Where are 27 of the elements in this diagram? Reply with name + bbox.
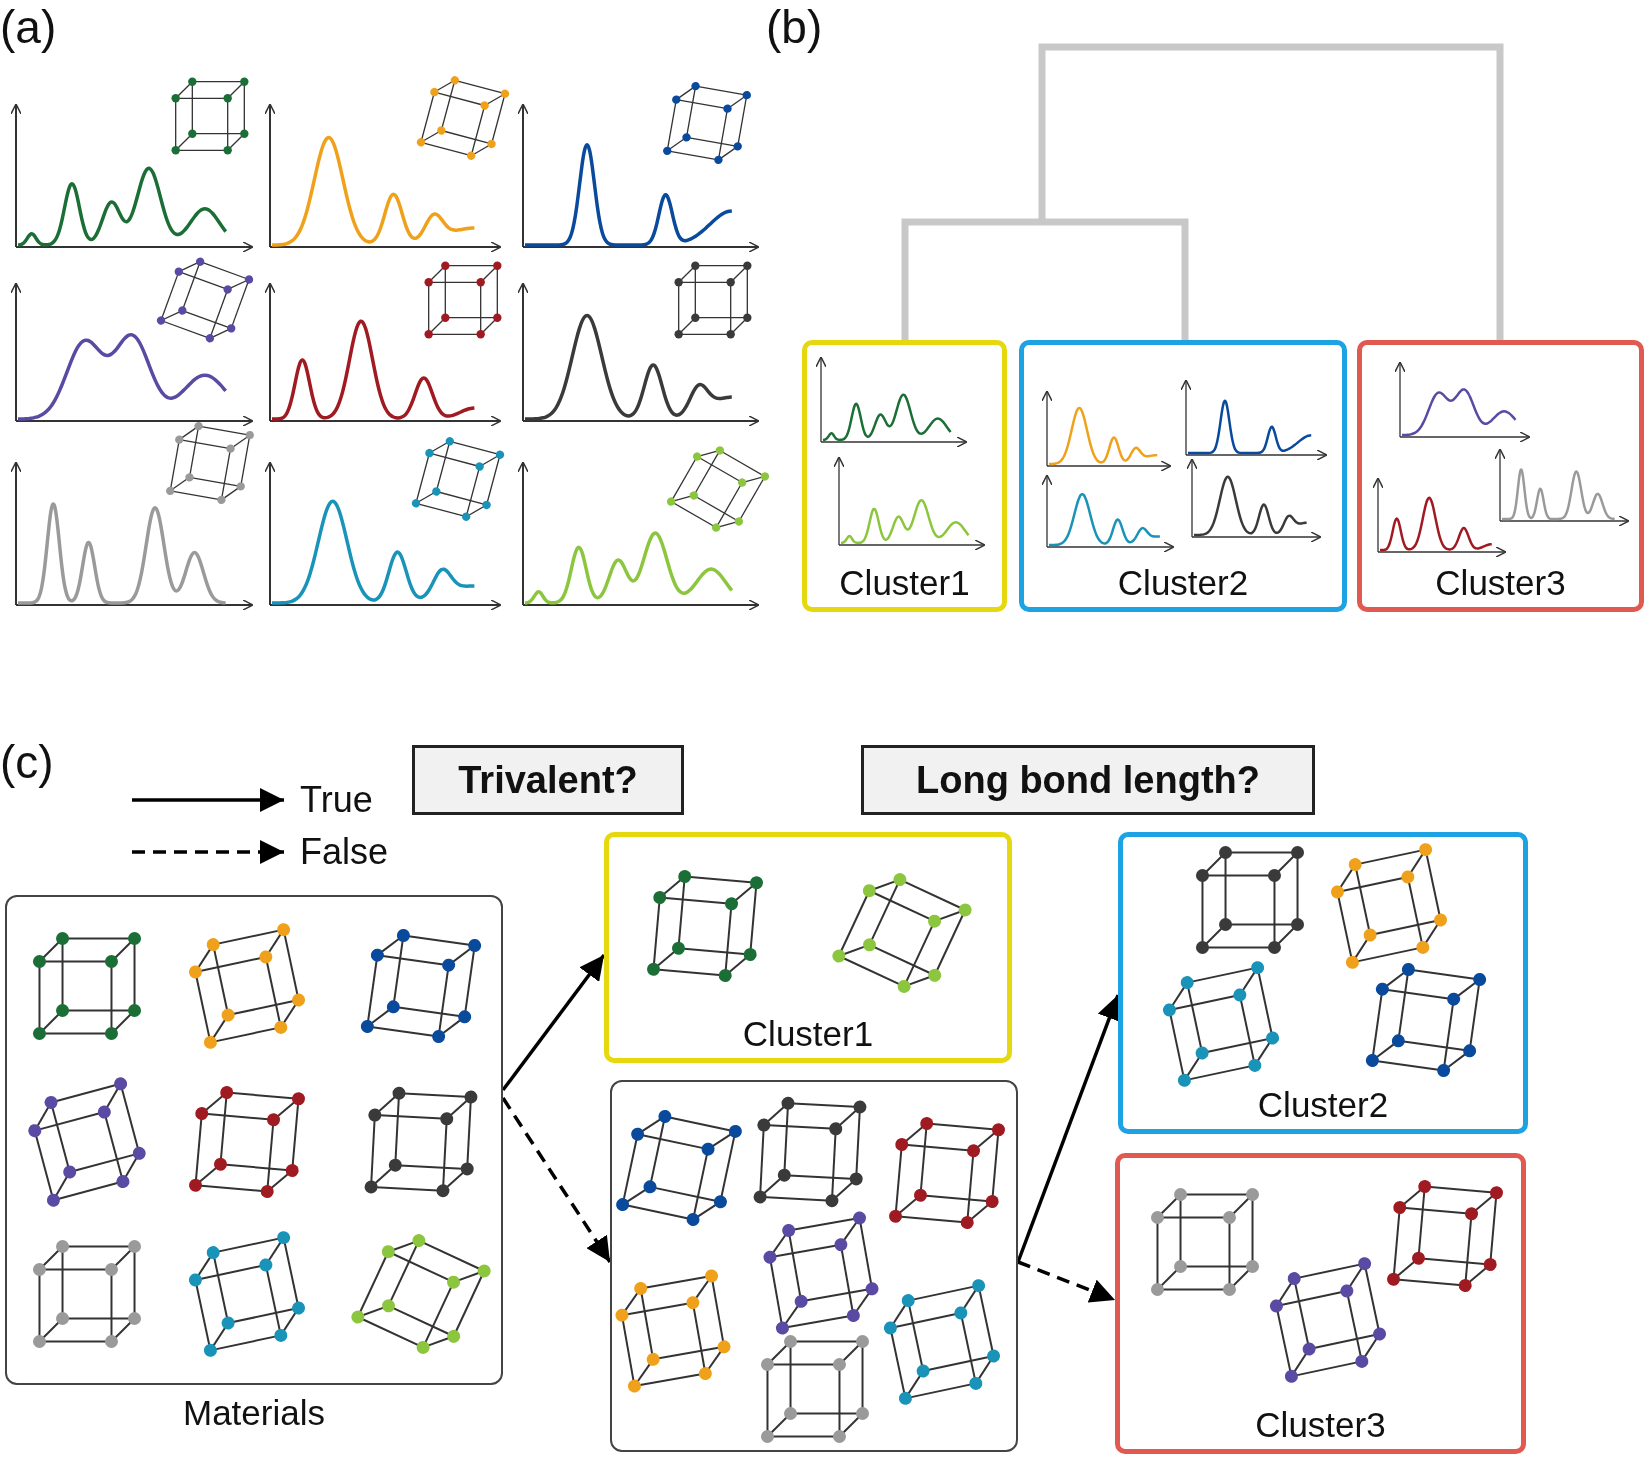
panel-label: (c) (0, 735, 54, 789)
cluster-box (802, 340, 1007, 612)
cluster-label: Cluster1 (742, 1014, 874, 1054)
group-box (610, 1080, 1018, 1452)
cluster-box (1118, 832, 1528, 1134)
panel-label: Materials (182, 1393, 326, 1433)
cluster-label: Cluster1 (839, 563, 970, 603)
question-text: Long bond length? (916, 759, 1260, 802)
cluster-label: Cluster2 (1257, 1085, 1389, 1125)
arrow (1016, 994, 1121, 1263)
panel-label: (b) (766, 0, 823, 54)
question-box (412, 745, 684, 815)
question-text: Trivalent? (458, 759, 638, 802)
arrow (501, 953, 606, 1092)
arrow (501, 1097, 612, 1263)
arrow (1017, 1260, 1116, 1303)
cluster-label: Cluster3 (1435, 563, 1566, 603)
cluster-box (1019, 340, 1347, 612)
cluster-label: Cluster3 (1255, 1405, 1386, 1445)
cluster-box (604, 832, 1012, 1063)
cluster-box (1115, 1153, 1526, 1454)
cluster-label: Cluster2 (1117, 563, 1249, 603)
question-box (861, 745, 1315, 815)
cluster-box (1357, 340, 1644, 612)
legend-label: True (300, 779, 373, 821)
legend-label: False (300, 831, 389, 873)
panel-label: (a) (0, 0, 57, 54)
